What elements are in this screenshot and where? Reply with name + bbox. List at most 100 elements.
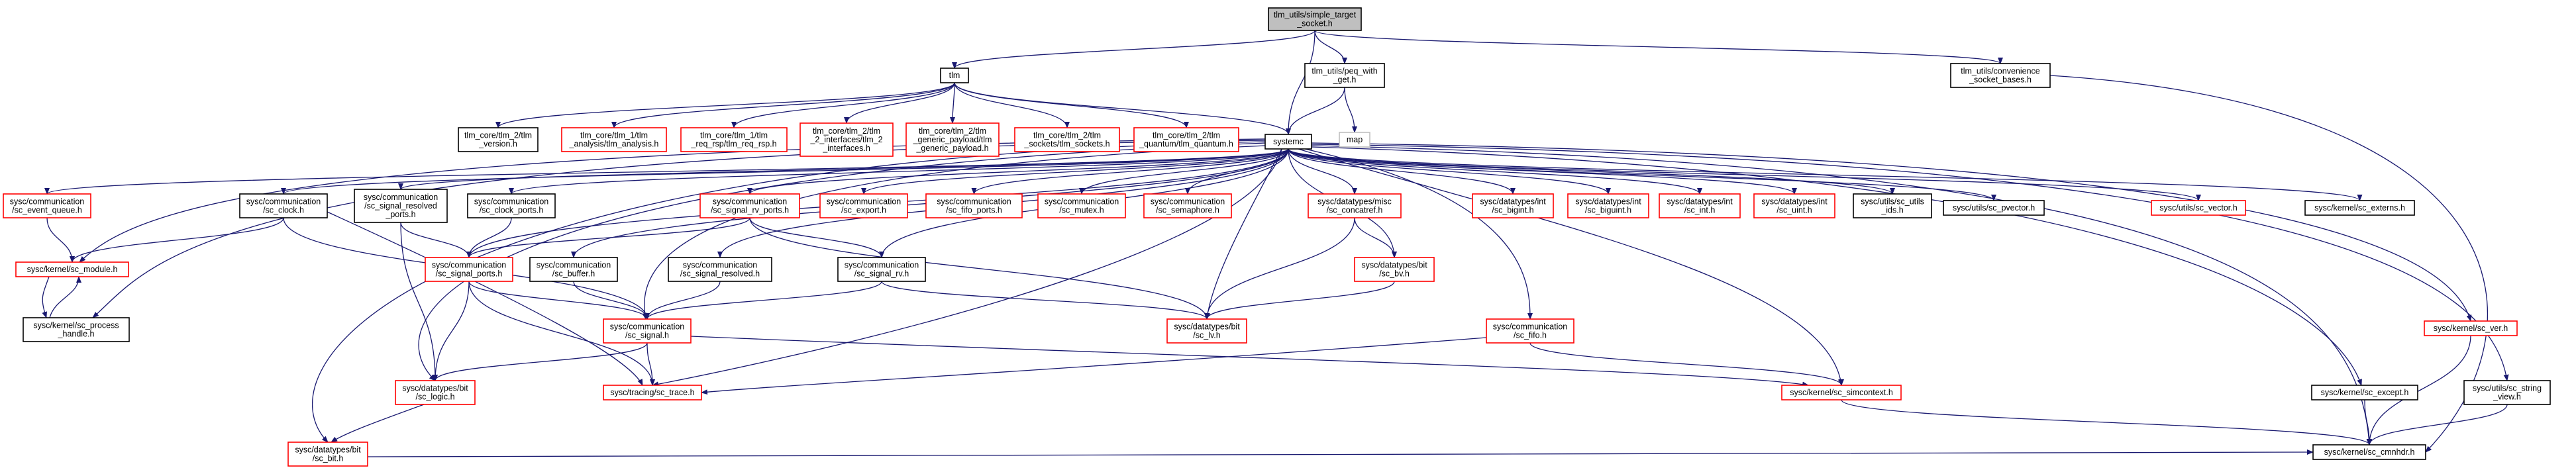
node-label-line: tlm xyxy=(949,71,960,80)
node-root[interactable]: tlm_utils/simple_target_socket.h xyxy=(1268,7,1362,31)
edge-sc_module-to-sc_process_handle xyxy=(42,276,50,318)
edge-sc_clock-to-sc_trace xyxy=(327,211,643,386)
node-label-line: tlm_core/tlm_2/tlm xyxy=(464,131,532,140)
node-sc-clock[interactable]: sysc/communication/sc_clock.h xyxy=(239,193,328,218)
node-sc-buffer[interactable]: sysc/communication/sc_buffer.h xyxy=(529,257,618,282)
node-box xyxy=(1339,132,1370,148)
node-sc-process-handle[interactable]: sysc/kernel/sc_process_handle.h xyxy=(23,317,130,342)
edge-signal_ports-to-sc_signal xyxy=(468,281,650,320)
node-sc-except[interactable]: sysc/kernel/sc_except.h xyxy=(2311,385,2418,400)
node-label-line: sysc/communication xyxy=(1493,322,1568,332)
node-label-line: _interfaces.h xyxy=(822,144,870,153)
node-tlm1-req-rsp[interactable]: tlm_core/tlm_1/tlm_req_rsp/tlm_req_rsp.h xyxy=(680,127,788,152)
edge-root-to-convenience xyxy=(1314,30,2003,64)
node-sc-string-view[interactable]: sysc/utils/sc_string_view.h xyxy=(2463,380,2551,405)
node-sc-biguint[interactable]: sysc/datatypes/int/sc_biguint.h xyxy=(1567,193,1649,218)
node-box xyxy=(837,257,926,282)
node-sig-resolved[interactable]: sysc/communication/sc_signal_resolved.h xyxy=(668,257,772,282)
node-signal-ports[interactable]: sysc/communication/sc_signal_ports.h xyxy=(425,257,513,282)
node-label-line: sysc/datatypes/int xyxy=(1575,197,1641,207)
node-sig-res-ports[interactable]: sysc/communication/sc_signal_resolved_po… xyxy=(354,189,448,223)
node-label-line: _generic_payload/tlm xyxy=(913,135,992,144)
node-tlm2-version[interactable]: tlm_core/tlm_2/tlm_version.h xyxy=(458,127,539,152)
node-tlm[interactable]: tlm xyxy=(940,68,969,83)
node-label-line: sysc/communication xyxy=(610,322,685,332)
edge-systemc-to-concatref xyxy=(1288,148,1357,195)
node-sc-utils-ids[interactable]: sysc/utils/sc_utils_ids.h xyxy=(1853,193,1932,218)
node-sc-bv[interactable]: sysc/datatypes/bit/sc_bv.h xyxy=(1354,257,1435,282)
node-label-line: tlm_utils/convenience xyxy=(1961,67,2040,76)
node-sc-lv[interactable]: sysc/datatypes/bit/sc_lv.h xyxy=(1166,318,1247,344)
node-box xyxy=(2304,200,2415,216)
node-box xyxy=(425,257,513,282)
node-box xyxy=(1304,63,1385,88)
node-label-line: sysc/kernel/sc_ver.h xyxy=(2434,324,2508,333)
node-sig-rv-ports[interactable]: sysc/communication/sc_signal_rv_ports.h xyxy=(699,193,800,218)
node-sc-cmnhdr[interactable]: sysc/kernel/sc_cmnhdr.h xyxy=(2312,444,2426,460)
node-label-line: _socket.h xyxy=(1296,19,1333,28)
node-sc-bigint[interactable]: sysc/datatypes/int/sc_bigint.h xyxy=(1472,193,1554,218)
node-tlm2-gp[interactable]: tlm_core/tlm_2/tlm_generic_payload/tlm_g… xyxy=(905,122,1000,157)
node-sc-export[interactable]: sysc/communication/sc_export.h xyxy=(819,193,908,218)
node-label-line: /sc_clock.h xyxy=(263,206,304,215)
node-systemc[interactable]: systemc xyxy=(1264,134,1312,150)
node-label-line: sysc/kernel/sc_cmnhdr.h xyxy=(2324,447,2415,457)
node-box xyxy=(2424,320,2518,336)
node-sc-pvector[interactable]: sysc/utils/sc_pvector.h xyxy=(1943,200,2045,216)
node-tlm2-quantum[interactable]: tlm_core/tlm_2/tlm_quantum/tlm_quantum.h xyxy=(1133,127,1239,152)
edge-tlm-to-tlm1_req_rsp xyxy=(731,82,955,128)
node-label-line: /sc_signal_rv_ports.h xyxy=(711,206,789,215)
node-sc-uint[interactable]: sysc/datatypes/int/sc_uint.h xyxy=(1753,193,1835,218)
node-label-line: /sc_buffer.h xyxy=(552,269,595,279)
node-peq[interactable]: tlm_utils/peq_with_get.h xyxy=(1304,63,1385,88)
node-label-line: /sc_clock_ports.h xyxy=(480,206,544,215)
node-label-line: tlm_core/tlm_2/tlm xyxy=(919,126,986,136)
node-tlm2-sockets[interactable]: tlm_core/tlm_2/tlm_sockets/tlm_sockets.h xyxy=(1014,127,1120,152)
node-label-line: systemc xyxy=(1273,137,1304,146)
node-tlm2-interfaces[interactable]: tlm_core/tlm_2/tlm_2_interfaces/tlm_2_in… xyxy=(799,122,894,157)
node-sc-externs[interactable]: sysc/kernel/sc_externs.h xyxy=(2304,200,2415,216)
node-sc-module[interactable]: sysc/kernel/sc_module.h xyxy=(15,261,129,277)
node-clock-ports[interactable]: sysc/communication/sc_clock_ports.h xyxy=(467,193,556,218)
node-label-line: /sc_bit.h xyxy=(313,454,344,463)
node-label-line: _ports.h xyxy=(385,210,415,219)
node-map[interactable]: map xyxy=(1339,132,1370,148)
node-sc-trace[interactable]: sysc/tracing/sc_trace.h xyxy=(603,385,702,400)
node-box xyxy=(1037,193,1126,218)
node-label-line: sysc/communication xyxy=(364,193,438,202)
node-label-line: /sc_event_queue.h xyxy=(12,206,82,215)
edge-event_queue-to-sc_module xyxy=(46,217,75,263)
edge-sc_bit-to-sc_cmnhdr xyxy=(367,449,2314,457)
node-sc-ver[interactable]: sysc/kernel/sc_ver.h xyxy=(2424,320,2518,336)
node-label-line: sysc/utils/sc_pvector.h xyxy=(1953,203,2035,212)
edge-systemc-to-sc_trace xyxy=(652,148,1282,387)
node-sc-logic[interactable]: sysc/datatypes/bit/sc_logic.h xyxy=(395,380,476,405)
edge-systemc-to-sc_clock xyxy=(281,148,1289,195)
node-box xyxy=(561,127,667,152)
node-label-line: sysc/kernel/sc_simcontext.h xyxy=(1790,388,1893,397)
node-box xyxy=(905,122,1000,157)
node-sc-bit[interactable]: sysc/datatypes/bit/sc_bit.h xyxy=(287,442,368,467)
node-event-queue[interactable]: sysc/communication/sc_event_queue.h xyxy=(3,193,91,218)
node-sc-simcontext[interactable]: sysc/kernel/sc_simcontext.h xyxy=(1781,385,1902,400)
node-sc-signal[interactable]: sysc/communication/sc_signal.h xyxy=(603,318,692,344)
node-label-line: sysc/communication xyxy=(474,197,549,207)
node-concatref[interactable]: sysc/datatypes/misc/sc_concatref.h xyxy=(1308,193,1402,218)
edge-sc_signal-to-sc_trace xyxy=(646,342,655,386)
node-label-line: /sc_fifo_ports.h xyxy=(946,206,1002,215)
node-convenience[interactable]: tlm_utils/convenience_socket_bases.h xyxy=(1950,63,2051,88)
node-sc-vector[interactable]: sysc/utils/sc_vector.h xyxy=(2151,200,2246,216)
node-sig-rv[interactable]: sysc/communication/sc_signal_rv.h xyxy=(837,257,926,282)
node-fifo-ports[interactable]: sysc/communication/sc_fifo_ports.h xyxy=(925,193,1023,218)
edge-sig_rv-to-sc_lv xyxy=(881,281,1210,320)
node-box xyxy=(1166,318,1247,344)
node-tlm1-analysis[interactable]: tlm_core/tlm_1/tlm_analysis/tlm_analysis… xyxy=(561,127,667,152)
edge-sc_bv-to-sc_lv xyxy=(1204,281,1395,320)
node-label-line: sysc/kernel/sc_process xyxy=(33,321,119,330)
edge-signal_ports-to-sc_trace xyxy=(468,281,655,386)
node-sc-mutex[interactable]: sysc/communication/sc_mutex.h xyxy=(1037,193,1126,218)
node-sc-int[interactable]: sysc/datatypes/int/sc_int.h xyxy=(1659,193,1741,218)
node-sc-fifo[interactable]: sysc/communication/sc_fifo.h xyxy=(1486,318,1574,344)
node-sc-semaphore[interactable]: sysc/communication/sc_semaphore.h xyxy=(1143,193,1232,218)
